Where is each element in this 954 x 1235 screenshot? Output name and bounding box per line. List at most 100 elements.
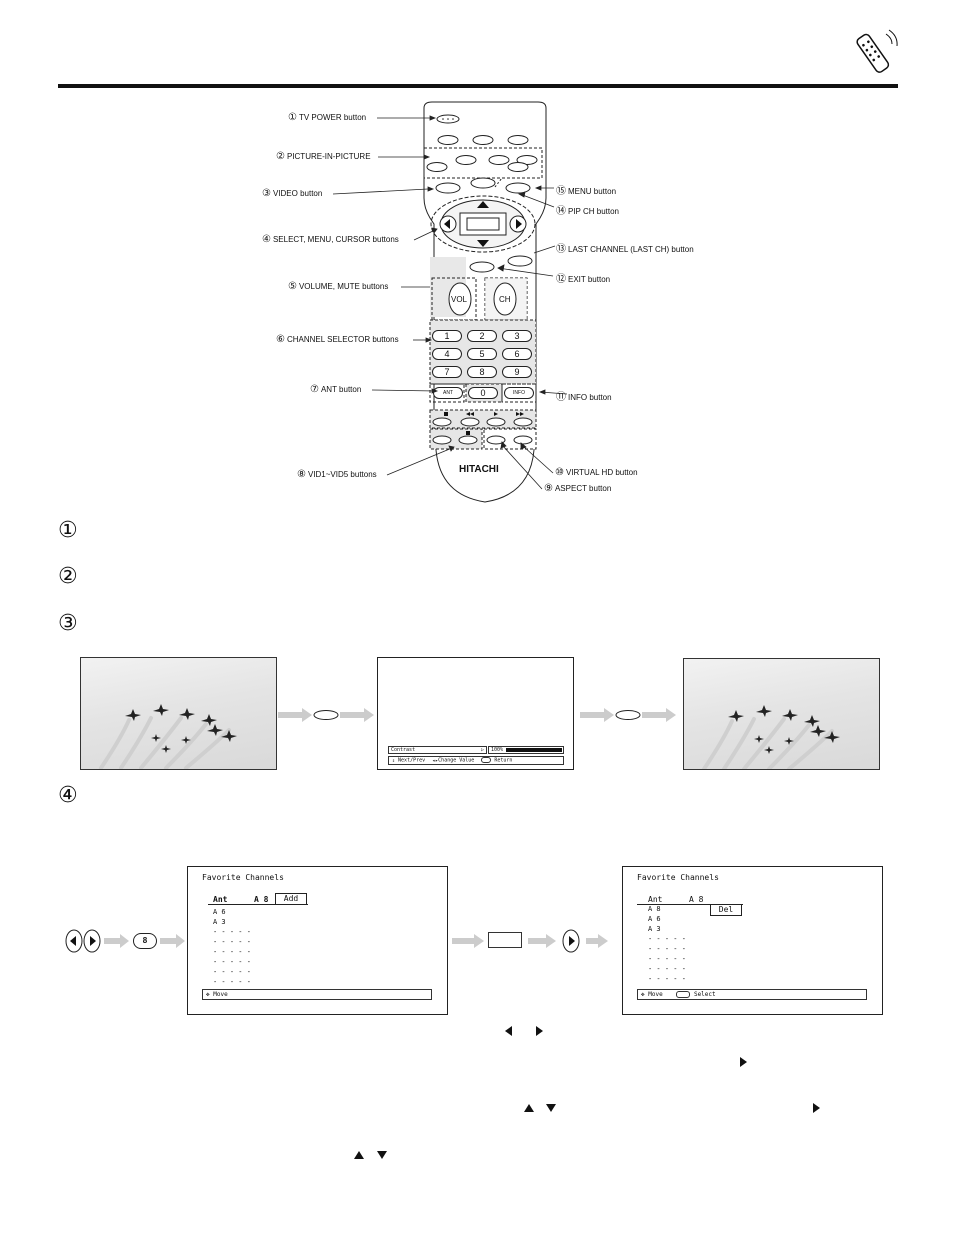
fav-header-underline — [208, 904, 308, 905]
key-1[interactable]: 1 — [432, 330, 462, 342]
fav-list-item[interactable]: - - - - - — [213, 938, 251, 946]
callout-label: VIDEO button — [272, 189, 323, 198]
del-button[interactable]: Del — [710, 904, 742, 916]
fav-header-col2: A 8 — [254, 895, 269, 904]
info-button-label: INFO — [513, 390, 525, 396]
fav-list-item[interactable]: A 3 — [213, 918, 226, 926]
fav-list-item[interactable]: - - - - - — [648, 945, 686, 953]
virtual-hd-button[interactable] — [513, 435, 533, 445]
select-button[interactable] — [488, 932, 522, 948]
fav-list-item[interactable]: A 6 — [213, 908, 226, 916]
callout-label: SELECT, MENU, CURSOR buttons — [272, 235, 399, 244]
callout-num: ② — [276, 151, 285, 162]
fav-title: Favorite Channels — [637, 873, 719, 882]
help-return: Return — [494, 757, 513, 764]
fav-title: Favorite Channels — [202, 873, 284, 882]
right-arrow-icon — [813, 1103, 820, 1113]
key-7[interactable]: 7 — [432, 366, 462, 378]
key-8[interactable]: 8 — [467, 366, 497, 378]
menu-button[interactable] — [505, 182, 531, 194]
channel-rocker[interactable] — [493, 282, 517, 316]
fav-header-col2: A 8 — [689, 895, 704, 904]
fav-status-bar: ✥ Move — [202, 989, 432, 1000]
callout-label: PICTURE-IN-PICTURE — [286, 152, 371, 161]
callout-num: ⑫ — [556, 274, 566, 285]
aspect-button[interactable] — [486, 435, 506, 445]
up-arrow-icon — [524, 1104, 534, 1112]
callout-label: PIP CH button — [568, 207, 619, 216]
key-5[interactable]: 5 — [467, 348, 497, 360]
fav-list-item[interactable]: - - - - - — [648, 965, 686, 973]
header-rule — [58, 84, 898, 88]
callout-label: ANT button — [320, 385, 362, 394]
contrast-help-bar: ⇕ Next/Prev ◂▸Change Value Return — [388, 756, 564, 765]
right-arrow-icon — [740, 1057, 747, 1067]
key-4[interactable]: 4 — [432, 348, 462, 360]
fav-list-item[interactable]: - - - - - — [648, 975, 686, 983]
callout-label: ASPECT button — [554, 484, 612, 493]
pip-ch-button[interactable] — [470, 177, 496, 189]
flow-arrow — [452, 934, 608, 948]
fav-list-item[interactable]: A 8 — [648, 905, 661, 913]
callout-num: ⑩ — [555, 467, 564, 478]
callout-num: ⑬ — [556, 244, 566, 255]
fav-list-item[interactable]: A 6 — [648, 915, 661, 923]
help-change: Change Value — [438, 757, 475, 764]
contrast-menu-screen: Contrast ▷ 100% ⇕ Next/Prev ◂▸Change Val… — [377, 657, 574, 770]
fav-list-item[interactable]: - - - - - — [213, 948, 251, 956]
fav-list-item[interactable]: A 3 — [648, 925, 661, 933]
up-arrow-icon — [354, 1151, 364, 1159]
tv-picture-before — [80, 657, 277, 770]
key-2[interactable]: 2 — [467, 330, 497, 342]
key-9[interactable]: 9 — [502, 366, 532, 378]
fav-header-col1: Ant — [648, 895, 663, 904]
fav-list-item[interactable]: - - - - - — [213, 958, 251, 966]
fav-list-item[interactable]: - - - - - — [213, 928, 251, 936]
volume-rocker[interactable] — [448, 282, 472, 316]
ant-button[interactable]: ANT — [433, 387, 463, 399]
flow-arrow — [104, 934, 185, 948]
fav-list-item[interactable]: - - - - - — [213, 978, 251, 986]
contrast-label: Contrast — [391, 747, 416, 753]
callout-label: MENU button — [568, 187, 617, 196]
fav-list-item[interactable]: - - - - - — [648, 955, 686, 963]
right-arrow-icon — [536, 1026, 543, 1036]
remote-control-icon — [856, 29, 898, 73]
contrast-value-bar: 100% — [488, 746, 564, 754]
callout-num: ③ — [262, 188, 271, 199]
fav-header-col1: Ant — [213, 895, 228, 904]
tv-picture-after — [683, 658, 880, 770]
key-6[interactable]: 6 — [502, 348, 532, 360]
fav-header-underline — [637, 904, 743, 905]
callout-num: ⑧ — [297, 469, 306, 480]
exit-button[interactable] — [469, 261, 495, 273]
vid-button[interactable] — [432, 435, 452, 445]
fav-list-item[interactable]: - - - - - — [213, 968, 251, 976]
digit-8-button[interactable]: 8 — [133, 933, 157, 949]
fav-list-item[interactable]: - - - - - — [648, 935, 686, 943]
info-button[interactable]: INFO — [504, 387, 534, 399]
digit-label: 8 — [142, 936, 148, 945]
add-label: Add — [283, 894, 299, 903]
callout-num: ⑦ — [310, 384, 319, 395]
section-2-number: ② — [58, 564, 78, 589]
section-4-number: ④ — [58, 783, 78, 808]
brand-logo: HITACHI — [459, 464, 499, 475]
video-button[interactable] — [435, 182, 461, 194]
key-3[interactable]: 3 — [502, 330, 532, 342]
section-3-number: ③ — [58, 611, 78, 636]
fav-status-bar: ✥ Move Select — [637, 989, 867, 1000]
section-1-number: ① — [58, 518, 78, 543]
down-arrow-icon — [546, 1104, 556, 1112]
vol-label: VOL — [451, 295, 468, 304]
last-channel-button[interactable] — [507, 255, 533, 267]
callout-label: VID1~VID5 buttons — [307, 470, 377, 479]
key-zero[interactable]: 0 — [468, 387, 498, 399]
